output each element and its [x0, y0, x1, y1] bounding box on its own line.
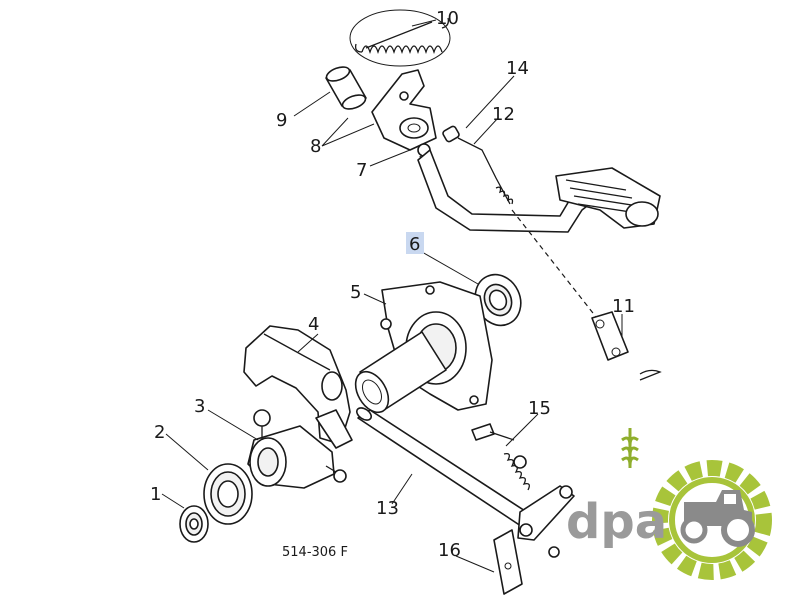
- wheat-icon: [621, 428, 639, 468]
- part-15-spring-and-bolt: [471, 423, 530, 491]
- part-10-return-spring: [349, 9, 451, 67]
- callout-16: 16: [438, 540, 461, 561]
- tractor-icon: [680, 490, 755, 547]
- linkage-centerline: [511, 209, 601, 323]
- part-9-bushing: [325, 66, 367, 110]
- callout-leaders: [161, 19, 623, 573]
- callout-5: 5: [350, 282, 361, 303]
- callout-3: 3: [194, 396, 205, 417]
- callout-1: 1: [150, 484, 161, 505]
- callout-6: 6: [409, 234, 420, 255]
- drawing-code: 514-306 F: [282, 545, 348, 560]
- part-11-clevis: [591, 311, 662, 381]
- part-1-pilot-bearing: [179, 505, 209, 543]
- dpa-wordmark: dpa: [566, 494, 667, 550]
- dpa-watermark-logo: dpa: [566, 428, 772, 580]
- callout-14: 14: [506, 58, 529, 79]
- part-5-bearing-carrier: [354, 281, 493, 414]
- callout-8: 8: [310, 136, 321, 157]
- part-4-release-fork: [243, 325, 353, 449]
- part-16-cover-plate: [493, 529, 523, 595]
- callout-13: 13: [376, 498, 399, 519]
- pedal-pivot-bracket: [371, 69, 441, 207]
- part-3-release-bearing-sleeve: [247, 409, 347, 489]
- callout-numbers: 10 9 8 7 14 12 6 5 4 3 2 1 11 15 13 16: [150, 8, 635, 561]
- callout-7: 7: [356, 160, 367, 181]
- callout-10: 10: [436, 8, 459, 29]
- callout-4: 4: [308, 314, 319, 335]
- callout-12: 12: [492, 104, 515, 125]
- callout-6-highlight: [406, 232, 424, 254]
- callout-15: 15: [528, 398, 551, 419]
- callout-9: 9: [276, 110, 287, 131]
- cross-shaft-lever: [517, 485, 575, 558]
- callout-2: 2: [154, 422, 165, 443]
- clutch-pedal-assembly: [417, 149, 661, 233]
- part-2-release-bearing: [203, 463, 253, 525]
- callout-11: 11: [612, 296, 635, 317]
- part-12-clutch-rod: [442, 125, 514, 205]
